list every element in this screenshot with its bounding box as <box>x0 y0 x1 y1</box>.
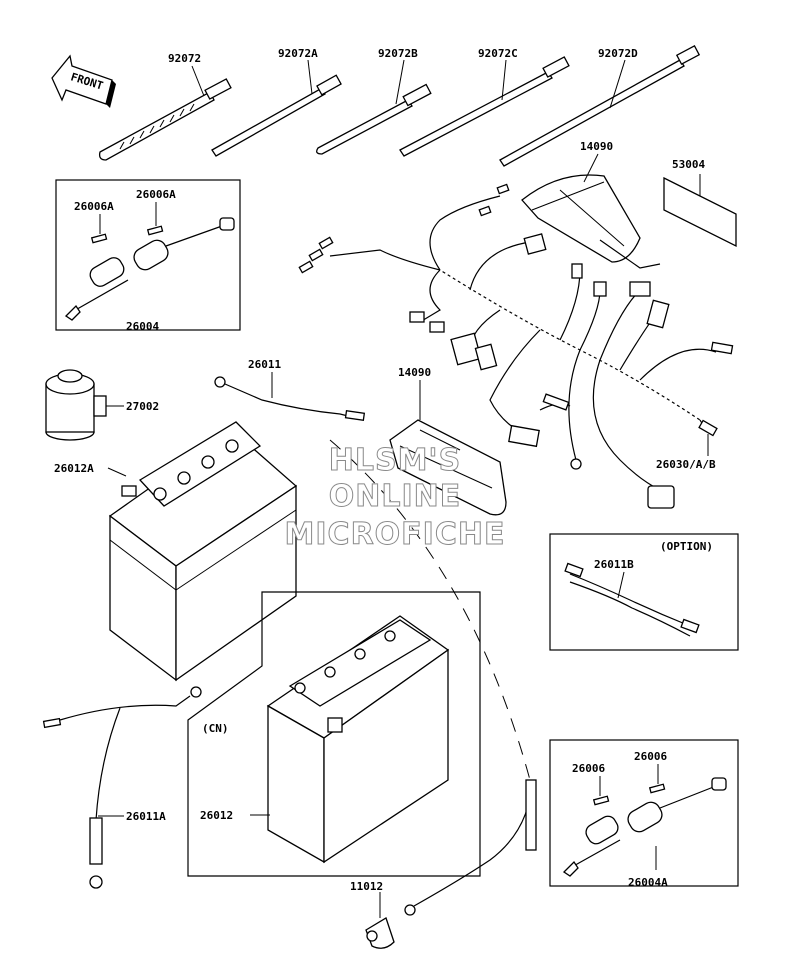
label-26006A-1: 26006A <box>74 200 114 213</box>
watermark: HLSM'S ONLINE MICROFICHE <box>284 443 506 553</box>
label-92072: 92072 <box>168 52 201 65</box>
battery-26012A <box>107 421 298 682</box>
option-box <box>549 533 739 651</box>
label-14090-top: 14090 <box>580 140 613 153</box>
fuse-holder-26004 <box>64 217 235 321</box>
cable-26011B <box>564 562 700 637</box>
cable-tie-92072D <box>499 45 701 167</box>
fuse-26006A-pair <box>90 202 164 244</box>
fuse-holder-box <box>55 179 241 331</box>
cable-tie-92072C <box>399 56 570 157</box>
label-26006-2: 26006 <box>634 750 667 763</box>
label-11012: 11012 <box>350 880 383 893</box>
cover-14090-top <box>521 153 641 263</box>
label-14090-mid: 14090 <box>398 366 431 379</box>
fuse-holder-box-bottom <box>549 739 739 887</box>
cable-tie-92072B <box>316 59 432 155</box>
label-26004: 26004 <box>126 320 159 333</box>
watermark-line-3: MICROFICHE <box>285 517 506 552</box>
label-92072C: 92072C <box>478 47 518 60</box>
relay-27002 <box>45 369 124 441</box>
cn-box <box>187 591 481 877</box>
label-53004: 53004 <box>672 158 705 171</box>
wiring-harness-26030 <box>298 183 734 509</box>
cable-11012 <box>365 779 537 949</box>
front-arrow-icon: FRONT <box>51 54 116 108</box>
cn-title: (CN) <box>202 722 229 735</box>
label-26030: 26030/A/B <box>656 458 716 471</box>
label-26006A-2: 26006A <box>136 188 176 201</box>
label-53004-sticker <box>663 174 737 248</box>
label-92072D: 92072D <box>598 47 638 60</box>
label-92072A: 92072A <box>278 47 318 60</box>
label-26012: 26012 <box>200 809 233 822</box>
label-26006-1: 26006 <box>572 762 605 775</box>
cover-14090-mid <box>389 380 507 516</box>
option-title: (OPTION) <box>660 540 713 553</box>
cable-26011 <box>214 372 366 421</box>
label-26004A: 26004A <box>628 876 668 889</box>
cable-26011A <box>42 686 202 889</box>
label-26012A: 26012A <box>54 462 94 475</box>
fuse-holder-26004A <box>562 764 727 877</box>
reference-dashed-line <box>329 439 531 781</box>
label-27002: 27002 <box>126 400 159 413</box>
watermark-line-2: ONLINE <box>329 479 462 514</box>
watermark-line-1: HLSM'S <box>329 443 461 478</box>
cable-tie-92072A <box>211 59 342 157</box>
battery-26012 <box>250 615 450 864</box>
label-92072B: 92072B <box>378 47 418 60</box>
cable-tie-92072 <box>98 65 232 161</box>
label-26011: 26011 <box>248 358 281 371</box>
label-26011A: 26011A <box>126 810 166 823</box>
label-26011B: 26011B <box>594 558 634 571</box>
